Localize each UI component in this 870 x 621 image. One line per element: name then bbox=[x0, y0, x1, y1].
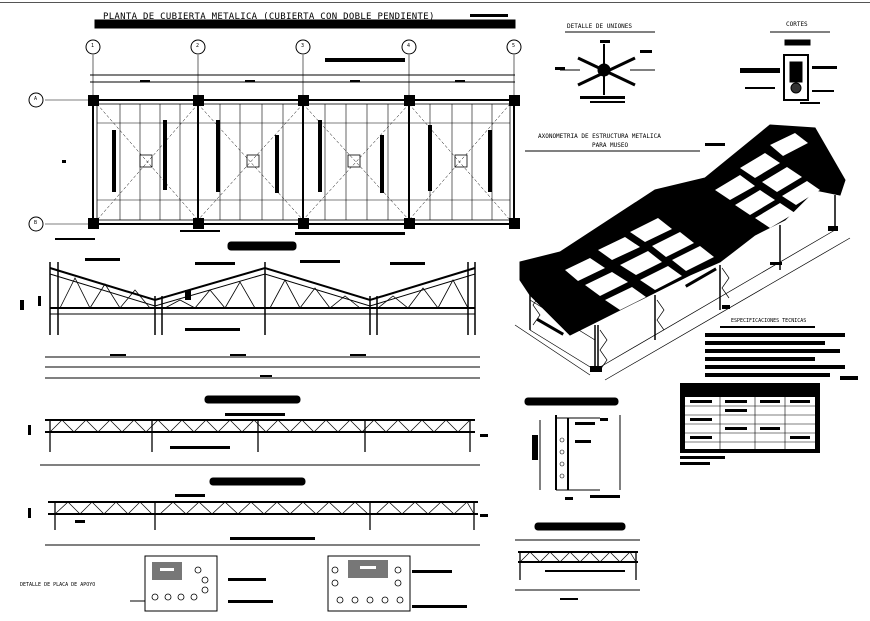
spec-table bbox=[680, 383, 820, 465]
union-detail-title: DETALLE DE UNIONES bbox=[567, 23, 633, 30]
cuts-detail bbox=[740, 31, 837, 104]
support-plate-details bbox=[130, 555, 467, 612]
specs-title: ESPECIFICACIONES TECNICAS bbox=[731, 318, 807, 324]
grid-axis-a: A bbox=[34, 96, 38, 102]
grid-axis-b: B bbox=[34, 220, 38, 226]
column-section bbox=[524, 397, 621, 500]
axonometric-title: AXONOMETRIA DE ESTRUCTURA METALICA bbox=[538, 133, 661, 140]
grid-axis-4: 4 bbox=[407, 43, 411, 49]
small-truss bbox=[515, 522, 640, 600]
grid-bubbles bbox=[28, 39, 522, 232]
axonometric-view bbox=[514, 124, 851, 381]
misc-labels bbox=[255, 14, 508, 245]
grid-axis-1: 1 bbox=[91, 43, 95, 49]
roof-plan bbox=[28, 19, 522, 240]
sheet-top-border bbox=[0, 2, 870, 3]
grid-lines bbox=[45, 55, 520, 228]
column-markers bbox=[88, 95, 520, 229]
cuts-title: CORTES bbox=[786, 21, 808, 28]
support-plate-title: DETALLE DE PLACA DE APOYO bbox=[20, 582, 96, 588]
grid-axis-3: 3 bbox=[301, 43, 305, 49]
grid-axis-5: 5 bbox=[512, 43, 516, 49]
grid-axis-2: 2 bbox=[196, 43, 200, 49]
specs-block bbox=[705, 326, 858, 380]
elevation-double-slope bbox=[20, 241, 480, 379]
main-plan-title: PLANTA DE CUBIERTA METALICA (CUBIERTA CO… bbox=[103, 12, 435, 22]
axonometric-subtitle: PARA MUSEO bbox=[592, 142, 629, 149]
union-detail bbox=[555, 31, 655, 103]
elevation-flat-truss bbox=[28, 395, 488, 466]
elevation-truss-3 bbox=[28, 477, 488, 546]
plan-title-bar bbox=[94, 19, 516, 29]
